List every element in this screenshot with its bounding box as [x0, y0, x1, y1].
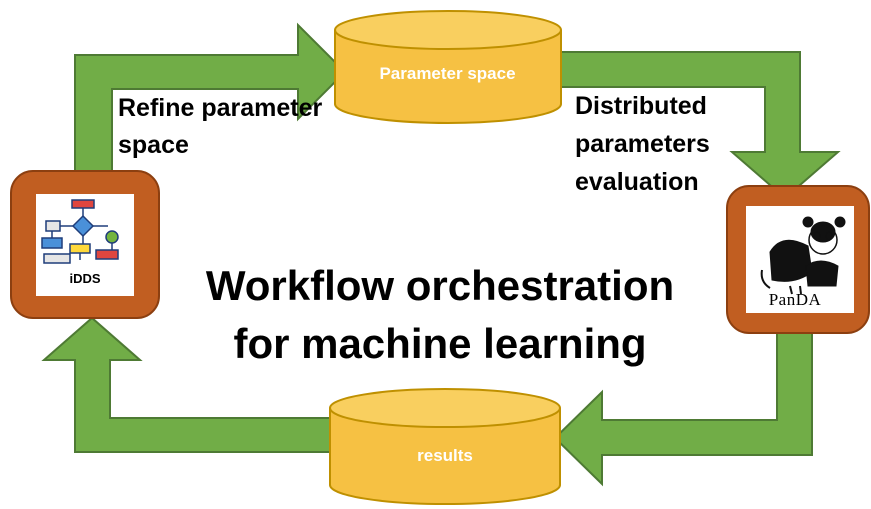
- arrow-collect: [553, 327, 813, 487]
- refine-parameter-space-label: Refine parameter space: [118, 90, 378, 164]
- distributed-label-line1: Distributed: [575, 92, 707, 120]
- distributed-evaluation-label: Distributed parameters evaluation: [575, 87, 775, 201]
- panda-icon: [760, 216, 846, 295]
- refine-label-line2: space: [118, 131, 189, 159]
- distributed-label-line2: parameters: [575, 130, 710, 158]
- parameter-space-label: Parameter space: [379, 64, 516, 83]
- idds-label: iDDS: [69, 271, 101, 286]
- results-cylinder: [329, 388, 561, 505]
- flowchart-icon: [41, 199, 119, 264]
- panda-label: PanDA: [768, 290, 822, 309]
- arrow-refine: [74, 22, 347, 173]
- idds-node: [10, 170, 160, 319]
- panda-node: [726, 185, 870, 334]
- results-label: results: [417, 446, 473, 465]
- distributed-label-line3: evaluation: [575, 168, 699, 196]
- parameter-space-cylinder: [334, 10, 562, 124]
- title-line2: for machine learning: [233, 320, 647, 367]
- arrow-feedback: [41, 316, 341, 453]
- title-line1: Workflow orchestration: [205, 262, 675, 309]
- refine-label-line1: Refine parameter: [118, 94, 323, 122]
- diagram-title: Workflow orchestration for machine learn…: [150, 257, 730, 373]
- arrow-distribute: [554, 51, 841, 200]
